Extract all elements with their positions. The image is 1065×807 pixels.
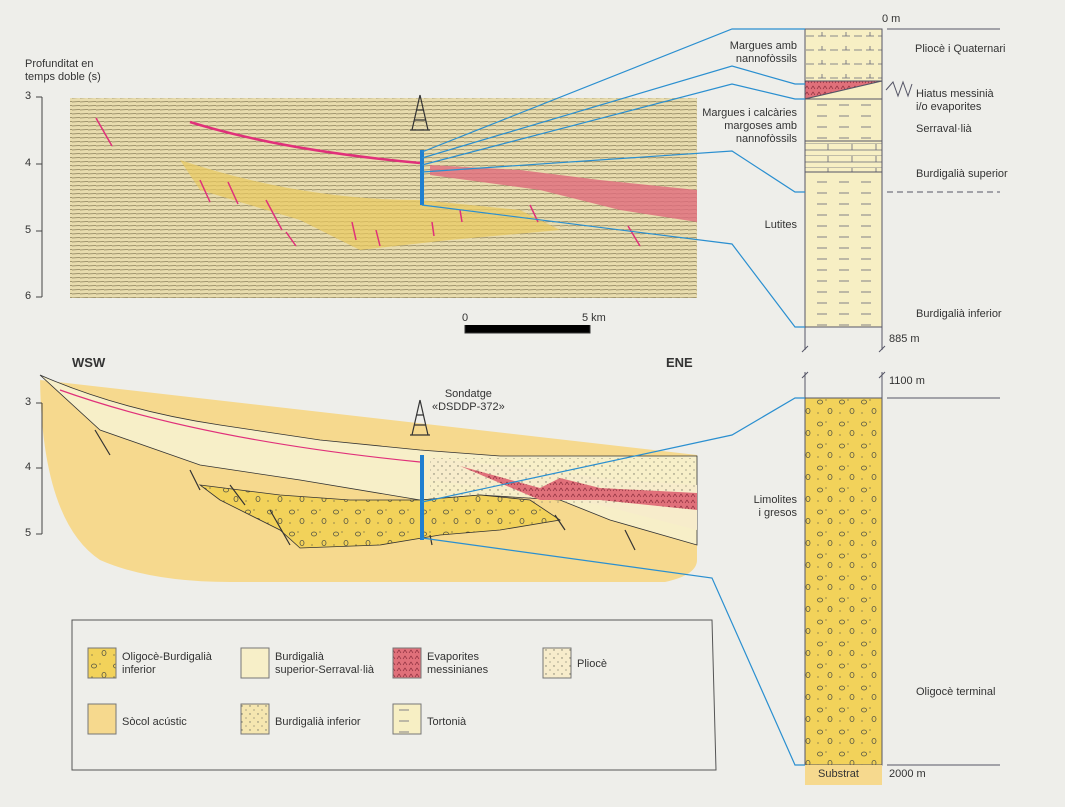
age-label: Serraval·lià xyxy=(916,123,972,135)
lithology-label: Lutites xyxy=(764,219,797,231)
correlation-lines xyxy=(421,28,805,766)
lower-axis xyxy=(36,402,43,535)
age-label: Oligocè terminal xyxy=(916,686,996,698)
fault-lines-lower xyxy=(94,429,636,551)
scale-end: 5 km xyxy=(582,312,606,324)
base-label: Substrat xyxy=(818,768,859,780)
tick-label: 4 xyxy=(25,461,32,473)
legend-label: Pliocè xyxy=(577,658,607,670)
stratigraphic-column-lower xyxy=(801,371,1000,785)
tick-label: 3 xyxy=(25,396,32,408)
upper-axis xyxy=(36,96,43,298)
drilling-rig-icon xyxy=(410,399,430,436)
tick-label: 5 xyxy=(25,224,32,236)
legend-swatches xyxy=(87,647,572,735)
age-label: Burdigalià superior xyxy=(916,168,1008,180)
legend-label: Tortonià xyxy=(427,716,467,728)
interpreted-section xyxy=(39,370,698,582)
legend-label: Sòcol acústic xyxy=(122,716,187,728)
depth-top: 0 m xyxy=(882,13,901,25)
drilling-rig-icon xyxy=(410,94,430,131)
legend-label: Burdigalià inferior xyxy=(275,716,361,728)
depth-bottom: 885 m xyxy=(889,333,920,345)
age-label: Burdigalià inferior xyxy=(916,308,1002,320)
tick-label: 6 xyxy=(25,290,32,302)
direction-west: WSW xyxy=(72,355,106,370)
legend-frame xyxy=(71,619,717,771)
stratigraphic-column-upper xyxy=(801,28,1000,353)
direction-east: ENE xyxy=(666,355,693,370)
seismic-profile xyxy=(70,98,697,298)
depth-bottom: 2000 m xyxy=(889,768,926,780)
tick-label: 5 xyxy=(25,527,32,539)
scale-bar xyxy=(464,325,591,334)
tick-label: 3 xyxy=(25,90,32,102)
depth-top: 1100 m xyxy=(889,375,925,387)
well-label: Sondatge«DSDDP-372» xyxy=(432,388,505,413)
age-label: Pliocè i Quaternari xyxy=(915,43,1006,55)
scale-start: 0 xyxy=(462,312,469,324)
tick-label: 4 xyxy=(25,157,32,169)
